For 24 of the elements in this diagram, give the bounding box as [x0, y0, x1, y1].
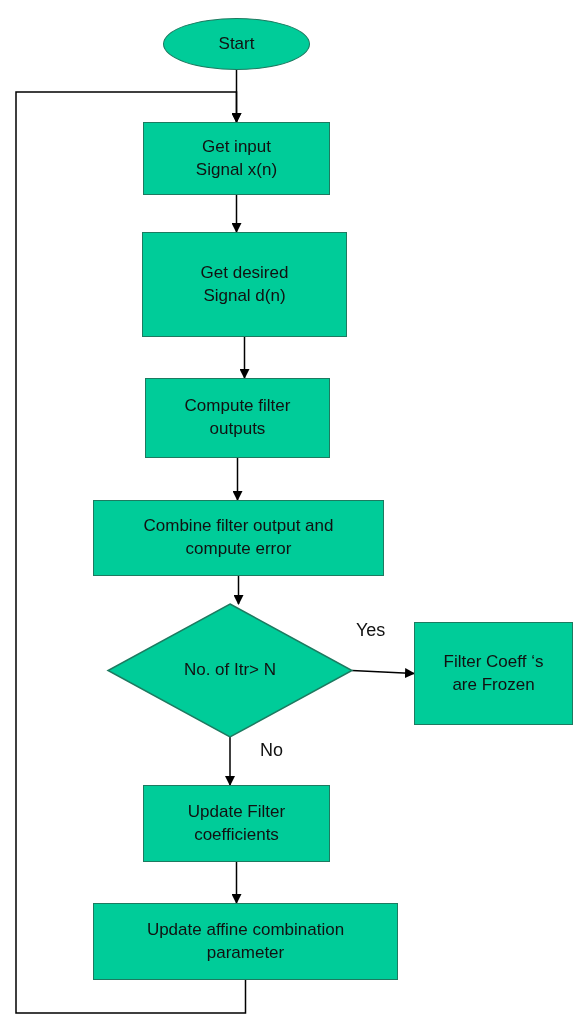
arrow: [15, 91, 247, 1014]
node-text: Filter Coeff ‘s are Frozen: [442, 650, 545, 696]
arrow: [231, 194, 242, 233]
node-text: Get input Signal x(n): [194, 135, 279, 181]
process-box: [143, 122, 330, 195]
arrow: [233, 575, 244, 605]
arrow: [225, 736, 235, 786]
node-text: Compute filter outputs: [183, 395, 292, 440]
node-text: No. of Itr> N: [183, 659, 277, 682]
process-box: [145, 378, 330, 458]
node-text: Combine filter output and compute error: [142, 515, 335, 560]
node-text: Start: [218, 32, 255, 55]
process-box: [93, 903, 398, 980]
arrow: [239, 336, 250, 379]
process-box: [142, 232, 347, 337]
process-box: [414, 622, 573, 725]
arrow: [232, 457, 243, 501]
arrow: [231, 861, 242, 904]
node-text: Update Filter coefficients: [186, 800, 287, 846]
node-text: Update affine combination parameter: [145, 918, 346, 964]
arrow: [351, 668, 415, 679]
node-text: Get desired Signal d(n): [199, 261, 290, 307]
process-box: [143, 785, 330, 862]
process-box: [93, 500, 384, 576]
